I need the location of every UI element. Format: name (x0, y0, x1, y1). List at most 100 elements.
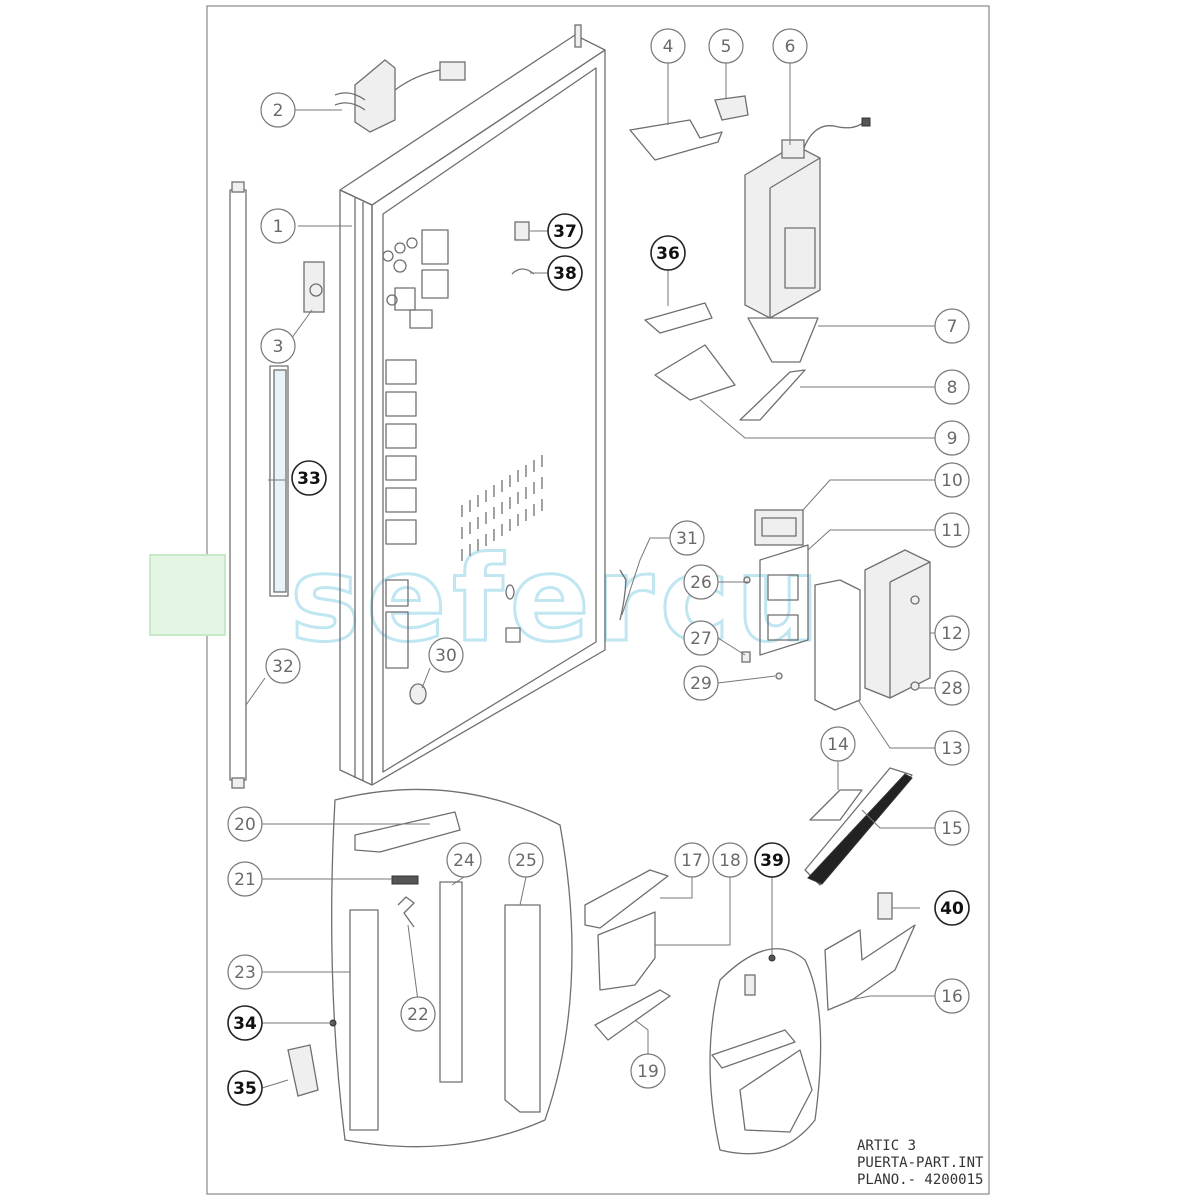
callout-label: 19 (637, 1062, 659, 1082)
coin-mechanism (744, 117, 871, 319)
callout-27: 27 (683, 620, 719, 656)
callout-15: 15 (934, 810, 970, 846)
callout-label: 16 (941, 987, 963, 1007)
callout-5: 5 (708, 28, 744, 64)
callout-34: 34 (227, 1005, 263, 1041)
door-panel (339, 24, 606, 786)
coin-funnel (747, 317, 819, 363)
title-block: ARTIC 3 PUERTA-PART.INT PLANO.- 4200015 (857, 1138, 984, 1188)
callout-label: 1 (273, 217, 284, 237)
callout-3: 3 (260, 328, 296, 364)
lock-assembly (334, 59, 466, 133)
screw-29 (775, 672, 783, 680)
callout-23: 23 (227, 954, 263, 990)
callout-label: 5 (721, 37, 732, 57)
callout-32: 32 (265, 648, 301, 684)
callout-label: 31 (676, 529, 698, 549)
watermark: sefercu (149, 529, 826, 670)
bracket-4 (629, 119, 723, 161)
callout-1: 1 (260, 208, 296, 244)
box-18 (597, 911, 656, 991)
clip-37 (514, 221, 530, 241)
title-line-assembly: PUERTA-PART.INT (857, 1155, 984, 1171)
watermark-text: sefercu (290, 530, 826, 668)
callout-39: 39 (754, 842, 790, 878)
callout-label: 29 (690, 674, 712, 694)
callout-label: 17 (681, 851, 703, 871)
callout-38: 38 (547, 255, 583, 291)
callout-label: 18 (719, 851, 741, 871)
callout-17: 17 (674, 842, 710, 878)
callout-40: 40 (934, 890, 970, 926)
callout-35: 35 (227, 1070, 263, 1106)
callout-label: 22 (407, 1005, 429, 1025)
light-profile (269, 365, 289, 597)
callout-13: 13 (934, 730, 970, 766)
watermark-logo-mark (149, 554, 226, 636)
plate-11 (759, 544, 809, 656)
bracket-17 (584, 869, 669, 929)
callout-9: 9 (934, 420, 970, 456)
callout-7: 7 (934, 308, 970, 344)
callout-label: 28 (941, 679, 963, 699)
plate-10 (754, 509, 804, 546)
callout-24: 24 (446, 842, 482, 878)
callout-label: 40 (940, 899, 964, 919)
callout-label: 36 (656, 244, 680, 264)
callout-label: 35 (233, 1079, 257, 1099)
callout-label: 6 (785, 37, 796, 57)
callout-33: 33 (291, 460, 327, 496)
bracket-36 (644, 302, 713, 334)
bracket-19 (594, 989, 671, 1041)
callout-18: 18 (712, 842, 748, 878)
rail-23 (349, 909, 379, 1131)
clip-21 (391, 875, 419, 885)
callout-4: 4 (650, 28, 686, 64)
chute-16 (824, 924, 916, 1011)
callout-label: 23 (234, 963, 256, 983)
callout-label: 13 (941, 739, 963, 759)
callout-25: 25 (508, 842, 544, 878)
callout-36: 36 (650, 235, 686, 271)
callout-label: 39 (760, 851, 784, 871)
callout-label: 20 (234, 815, 256, 835)
callout-label: 15 (941, 819, 963, 839)
callout-29: 29 (683, 665, 719, 701)
rail-25 (504, 904, 541, 1113)
plate-20 (354, 811, 461, 853)
cash-box (864, 549, 931, 699)
callout-label: 38 (553, 264, 577, 284)
callout-31: 31 (669, 520, 705, 556)
lock-plate (711, 1029, 796, 1069)
part-40 (877, 892, 893, 920)
callout-label: 9 (947, 429, 958, 449)
callout-label: 4 (663, 37, 674, 57)
cover-9 (654, 344, 736, 401)
callout-19: 19 (630, 1053, 666, 1089)
spring-22 (397, 896, 415, 928)
vent-slots (461, 455, 543, 561)
rod-31 (619, 569, 627, 621)
callout-label: 34 (233, 1014, 257, 1034)
bracket-13 (814, 579, 861, 711)
callout-label: 3 (273, 337, 284, 357)
rail-24 (439, 881, 463, 1083)
callout-14: 14 (820, 726, 856, 762)
hinge-35 (287, 1044, 319, 1097)
callout-label: 37 (553, 222, 577, 242)
callout-37: 37 (547, 213, 583, 249)
callout-label: 26 (690, 573, 712, 593)
lock-box (739, 1049, 813, 1133)
callout-label: 32 (272, 657, 294, 677)
callout-22: 22 (400, 996, 436, 1032)
title-line-model: ARTIC 3 (857, 1138, 916, 1154)
callout-label: 25 (515, 851, 537, 871)
callout-11: 11 (934, 512, 970, 548)
callout-label: 2 (273, 101, 284, 121)
screw-28a (910, 595, 920, 605)
callout-label: 24 (453, 851, 475, 871)
callout-label: 10 (941, 471, 963, 491)
leader-lines (245, 62, 935, 1089)
callout-label: 27 (690, 629, 712, 649)
hinge-3 (303, 261, 325, 313)
